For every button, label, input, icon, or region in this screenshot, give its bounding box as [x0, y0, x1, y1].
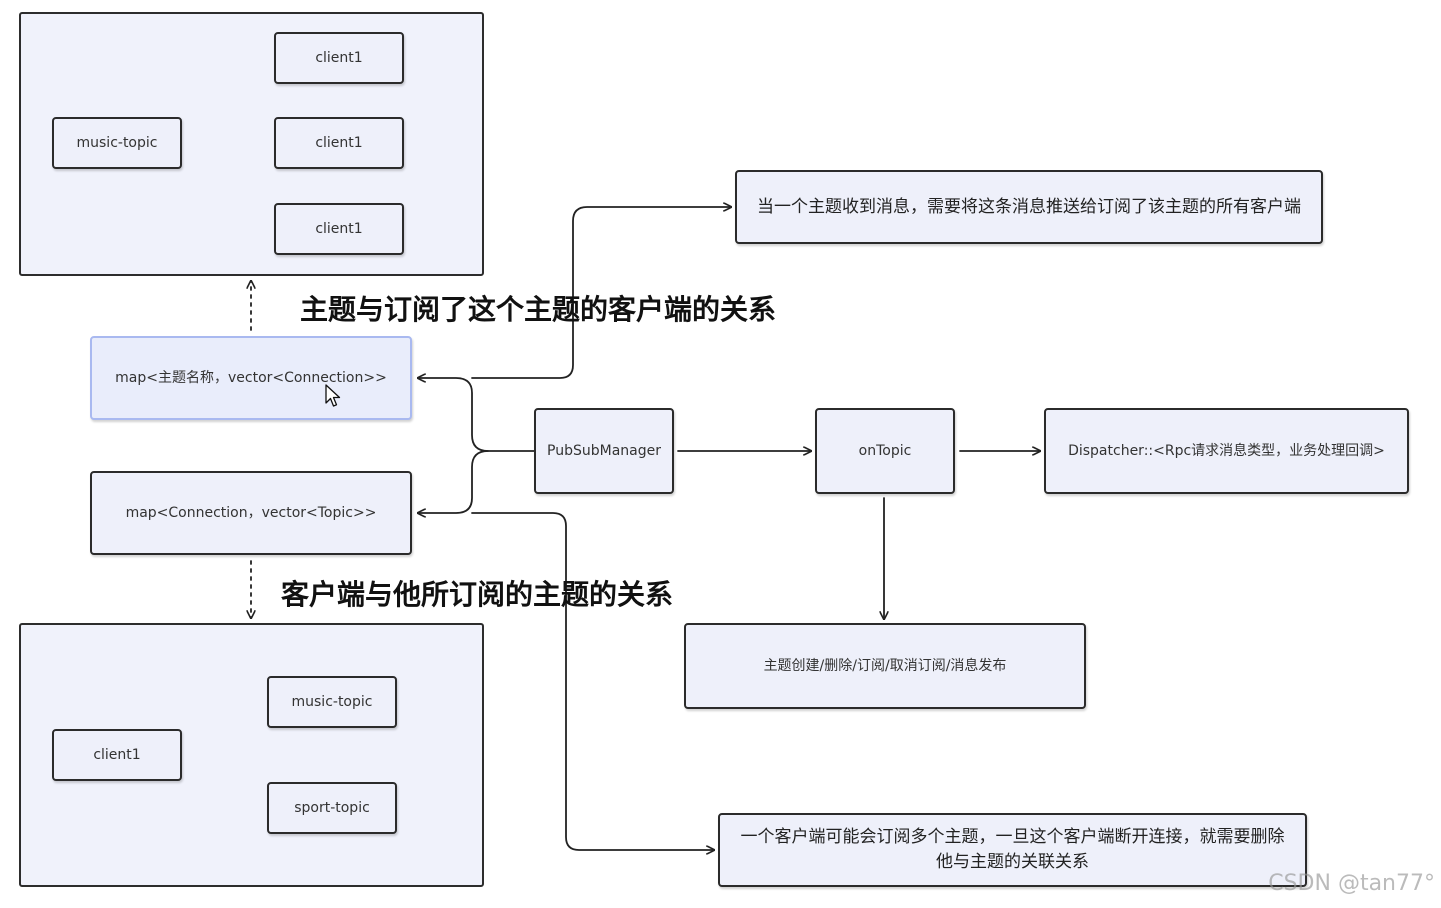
topic-map-node[interactable]: map<主题名称，vector<Connection>> [90, 336, 412, 420]
connector-manager-to-connmap [417, 450, 489, 513]
music-topic-node[interactable]: music-topic [52, 117, 182, 169]
dispatcher-node[interactable]: Dispatcher::<Rpc请求消息类型，业务处理回调> [1044, 408, 1409, 494]
connector-manager-to-topicmap [417, 378, 535, 452]
connection-map-node[interactable]: map<Connection，vector<Topic>> [90, 471, 412, 555]
client-node-3[interactable]: client1 [274, 203, 404, 255]
topic-operations-node[interactable]: 主题创建/删除/订阅/取消订阅/消息发布 [684, 623, 1086, 709]
pubsub-manager-node[interactable]: PubSubManager [534, 408, 674, 494]
sport-topic-node[interactable]: sport-topic [267, 782, 397, 834]
mouse-cursor-icon [325, 384, 341, 407]
connector-connmap-to-note [471, 512, 715, 850]
client-node-2[interactable]: client1 [274, 117, 404, 169]
client-node-1[interactable]: client1 [274, 32, 404, 84]
watermark-text: CSDN @tan77° [1268, 871, 1435, 896]
music-topic-node-bottom[interactable]: music-topic [267, 676, 397, 728]
on-topic-node[interactable]: onTopic [815, 408, 955, 494]
topic-message-note[interactable]: 当一个主题收到消息，需要将这条消息推送给订阅了该主题的所有客户端 [735, 170, 1323, 244]
connection-cleanup-note[interactable]: 一个客户端可能会订阅多个主题，一旦这个客户端断开连接，就需要删除他与主题的关联关… [718, 813, 1307, 887]
topic-relation-caption: 主题与订阅了这个主题的客户端的关系 [300, 293, 777, 326]
connector-topicmap-to-note [471, 207, 732, 379]
client-relation-caption: 客户端与他所订阅的主题的关系 [281, 578, 674, 611]
client-node-bottom[interactable]: client1 [52, 729, 182, 781]
